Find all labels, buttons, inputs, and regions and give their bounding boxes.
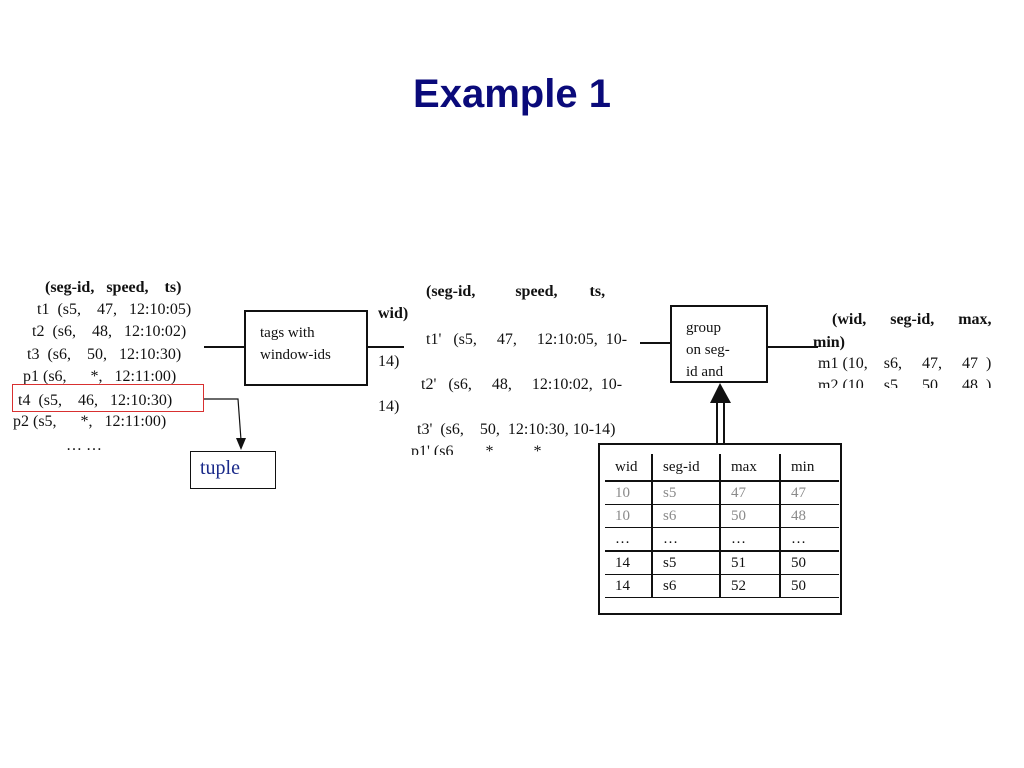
tuple-label: tuple <box>200 457 240 479</box>
table-cell: 14 <box>605 574 653 598</box>
table-cell: s6 <box>652 504 721 528</box>
tagged-stream-header-cont: wid) <box>378 305 409 322</box>
group-box-line2: on seg- <box>686 342 730 358</box>
table-row: 10 s5 47 47 <box>605 481 839 505</box>
state-table: wid seg-id max min 10 s5 47 47 10 s6 50 … <box>598 443 842 615</box>
table-cell: … <box>652 527 721 552</box>
table-cell: 52 <box>720 574 781 598</box>
table-cell: 14 <box>605 551 653 575</box>
output-row-m2: m2 (10 s5 50 48 ) <box>818 377 992 388</box>
group-box <box>670 305 768 383</box>
col-wid: wid <box>605 454 653 482</box>
tagged-row-t2: t2' (s6, 48, 12:10:02, 10- <box>421 376 623 393</box>
tuple-arrowhead <box>236 438 246 450</box>
table-cell: s5 <box>652 481 721 505</box>
output-stream: (wid, seg-id, max, min) m1 (10, s6, 47, … <box>812 308 1024 388</box>
table-cell: 47 <box>780 481 839 505</box>
table-cell: 50 <box>780 574 839 598</box>
col-seg-id: seg-id <box>652 454 721 482</box>
input-row-t2: t2 (s6, 48, 12:10:02) <box>32 323 187 340</box>
group-box-line3: id and <box>686 364 724 379</box>
tags-box-line1: tags with <box>260 325 315 341</box>
table-cell: 51 <box>720 551 781 575</box>
table-cell: … <box>605 527 653 552</box>
input-stream-header: (seg-id, speed, ts) <box>45 279 182 296</box>
tagged-row-t2-cont: 14) <box>378 398 400 415</box>
state-table-header: wid seg-id max min <box>605 454 839 482</box>
state-table-grid: wid seg-id max min 10 s5 47 47 10 s6 50 … <box>605 454 839 598</box>
output-stream-header-cont: min) <box>813 334 845 351</box>
table-cell: … <box>720 527 781 552</box>
input-row-t1: t1 (s5, 47, 12:10:05) <box>37 301 192 318</box>
table-row: 14 s6 52 50 <box>605 574 839 598</box>
table-row: 10 s6 50 48 <box>605 504 839 528</box>
table-cell: 48 <box>780 504 839 528</box>
col-max: max <box>720 454 781 482</box>
table-cell: 47 <box>720 481 781 505</box>
col-min: min <box>780 454 839 482</box>
table-row: … … … … <box>605 527 839 552</box>
tags-with-window-ids-box <box>244 310 368 386</box>
tagged-row-t1: t1' (s5, 47, 12:10:05, 10- <box>426 331 628 348</box>
connector-tuple-pointer <box>204 398 242 441</box>
tags-box-line2: window-ids <box>260 347 331 363</box>
tuple-label-box <box>190 451 276 489</box>
tagged-row-t1-cont: 14) <box>378 353 400 370</box>
tagged-stream-header: (seg-id, speed, ts, <box>426 283 606 300</box>
input-row-p1: p1 (s6, *, 12:11:00) <box>23 368 177 385</box>
table-row: 14 s5 51 50 <box>605 551 839 575</box>
table-cell: 10 <box>605 504 653 528</box>
table-cell: 10 <box>605 481 653 505</box>
input-row-t4: t4 (s5, 46, 12:10:30) <box>18 392 173 409</box>
table-cell: … <box>780 527 839 552</box>
tuple-highlight <box>12 384 204 412</box>
state-arrowhead <box>710 383 731 403</box>
input-row-t3: t3 (s6, 50, 12:10:30) <box>27 346 182 363</box>
output-row-m1: m1 (10, s6, 47, 47 ) <box>818 355 992 372</box>
tagged-row-p1: p1' (s6 * * <box>411 443 542 455</box>
table-cell: s5 <box>652 551 721 575</box>
input-row-ellipsis: … … <box>66 437 102 454</box>
tagged-stream: (seg-id, speed, ts, wid) t1' (s5, 47, 12… <box>370 278 666 455</box>
slide-title: Example 1 <box>413 72 611 116</box>
table-cell: s6 <box>652 574 721 598</box>
group-box-line1: group <box>686 320 721 336</box>
output-stream-header: (wid, seg-id, max, <box>832 311 992 328</box>
input-row-p2: p2 (s5, *, 12:11:00) <box>13 413 167 430</box>
tagged-row-t3: t3' (s6, 50, 12:10:30, 10-14) <box>417 421 616 438</box>
table-cell: 50 <box>720 504 781 528</box>
table-cell: 50 <box>780 551 839 575</box>
group-box-text: group on seg- id and <box>672 307 766 379</box>
